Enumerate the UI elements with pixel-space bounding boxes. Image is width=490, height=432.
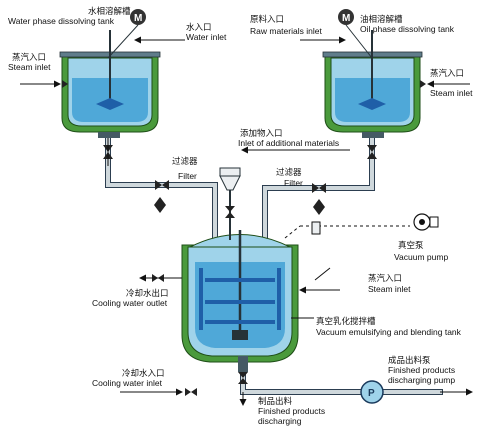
filter-left-label-en: Filter [178,171,197,181]
steam-inlet-left-en: Steam inlet [8,62,51,72]
product-pump-label-en-1: Finished products [388,365,455,375]
vacuum-emulsifying-tank [181,230,299,372]
cooling-outlet-label-en: Cooling water outlet [92,298,168,308]
filter-icon [154,197,166,213]
water-tank-motor: M [130,9,146,25]
discharge-label-en-1: Finished products [258,406,325,416]
pump-letter: P [368,388,375,399]
oil-tank-label-cn: 油相溶解槽 [360,14,403,25]
steam-inlet-right-en: Steam inlet [430,88,473,98]
vacuum-pump-label-cn: 真空泵 [398,240,424,251]
additional-label-cn: 添加物入口 [240,128,283,139]
filter-right-label-en: Filter [284,178,303,188]
finished-products-pump: P [360,380,384,404]
water-inlet-label-cn: 水入口 [186,22,212,33]
valve-icon [155,180,169,190]
filters [154,197,325,215]
agitator-blades [199,268,281,330]
cooling-inlet-label-en: Cooling water inlet [92,378,163,388]
steam-inlet-mid-cn: 蒸汽入口 [368,273,402,284]
valve-icon [312,183,326,193]
valve-icon [238,372,248,384]
steam-inlet-left-cn: 蒸汽入口 [12,52,46,63]
main-tank-label-cn: 真空乳化搅拌槽 [316,316,376,327]
vacuum-pump-label-en: Vacuum pump [394,252,448,262]
cooling-outlet-label-cn: 冷却水出口 [126,288,169,299]
filter-left-label-cn: 过滤器 [172,156,198,167]
water-phase-tank [59,30,161,138]
agitator-blade-icon [96,98,124,110]
valve-icon [225,206,235,218]
product-pump-label-en-2: discharging pump [388,375,455,385]
discharge-label-en-2: discharging [258,416,302,426]
valve-icon [420,80,426,88]
valve-icon [62,80,68,88]
additional-materials-hopper [219,167,241,240]
steam-inlet-mid-en: Steam inlet [368,284,411,294]
main-tank-label-en: Vacuum emulsifying and blending tank [316,327,462,337]
vacuum-pump [311,213,439,235]
oil-tank-label-en: Oil phase dissolving tank [360,24,455,34]
steam-inlet-right-cn: 蒸汽入口 [430,68,464,79]
product-pump-label-cn: 成品出料泵 [388,355,431,366]
additional-label-en: Inlet of additional materials [238,138,339,148]
oil-phase-tank [322,30,423,138]
valves [62,80,426,396]
agitator-blade-icon [358,98,386,110]
filter-icon [313,199,325,215]
water-tank-label-en: Water phase dissolving tank [8,16,115,26]
valve-icon [185,388,197,396]
motor-letter: M [134,13,142,24]
vacuum-filter-icon [311,221,321,235]
cooling-inlet-label-cn: 冷却水入口 [122,368,165,379]
discharge-label-cn: 制品出料 [258,396,293,407]
oil-tank-motor: M [338,9,354,25]
water-inlet-label-en: Water inlet [186,32,227,42]
raw-materials-label-en: Raw materials inlet [250,26,322,36]
labels: 水相溶解槽 Water phase dissolving tank 水入口 Wa… [8,6,473,426]
valve-icon [367,145,377,159]
water-tank-label-cn: 水相溶解槽 [88,6,131,17]
filter-right-label-cn: 过滤器 [276,167,302,178]
motor-letter: M [342,13,350,24]
raw-materials-label-cn: 原料入口 [250,14,284,25]
